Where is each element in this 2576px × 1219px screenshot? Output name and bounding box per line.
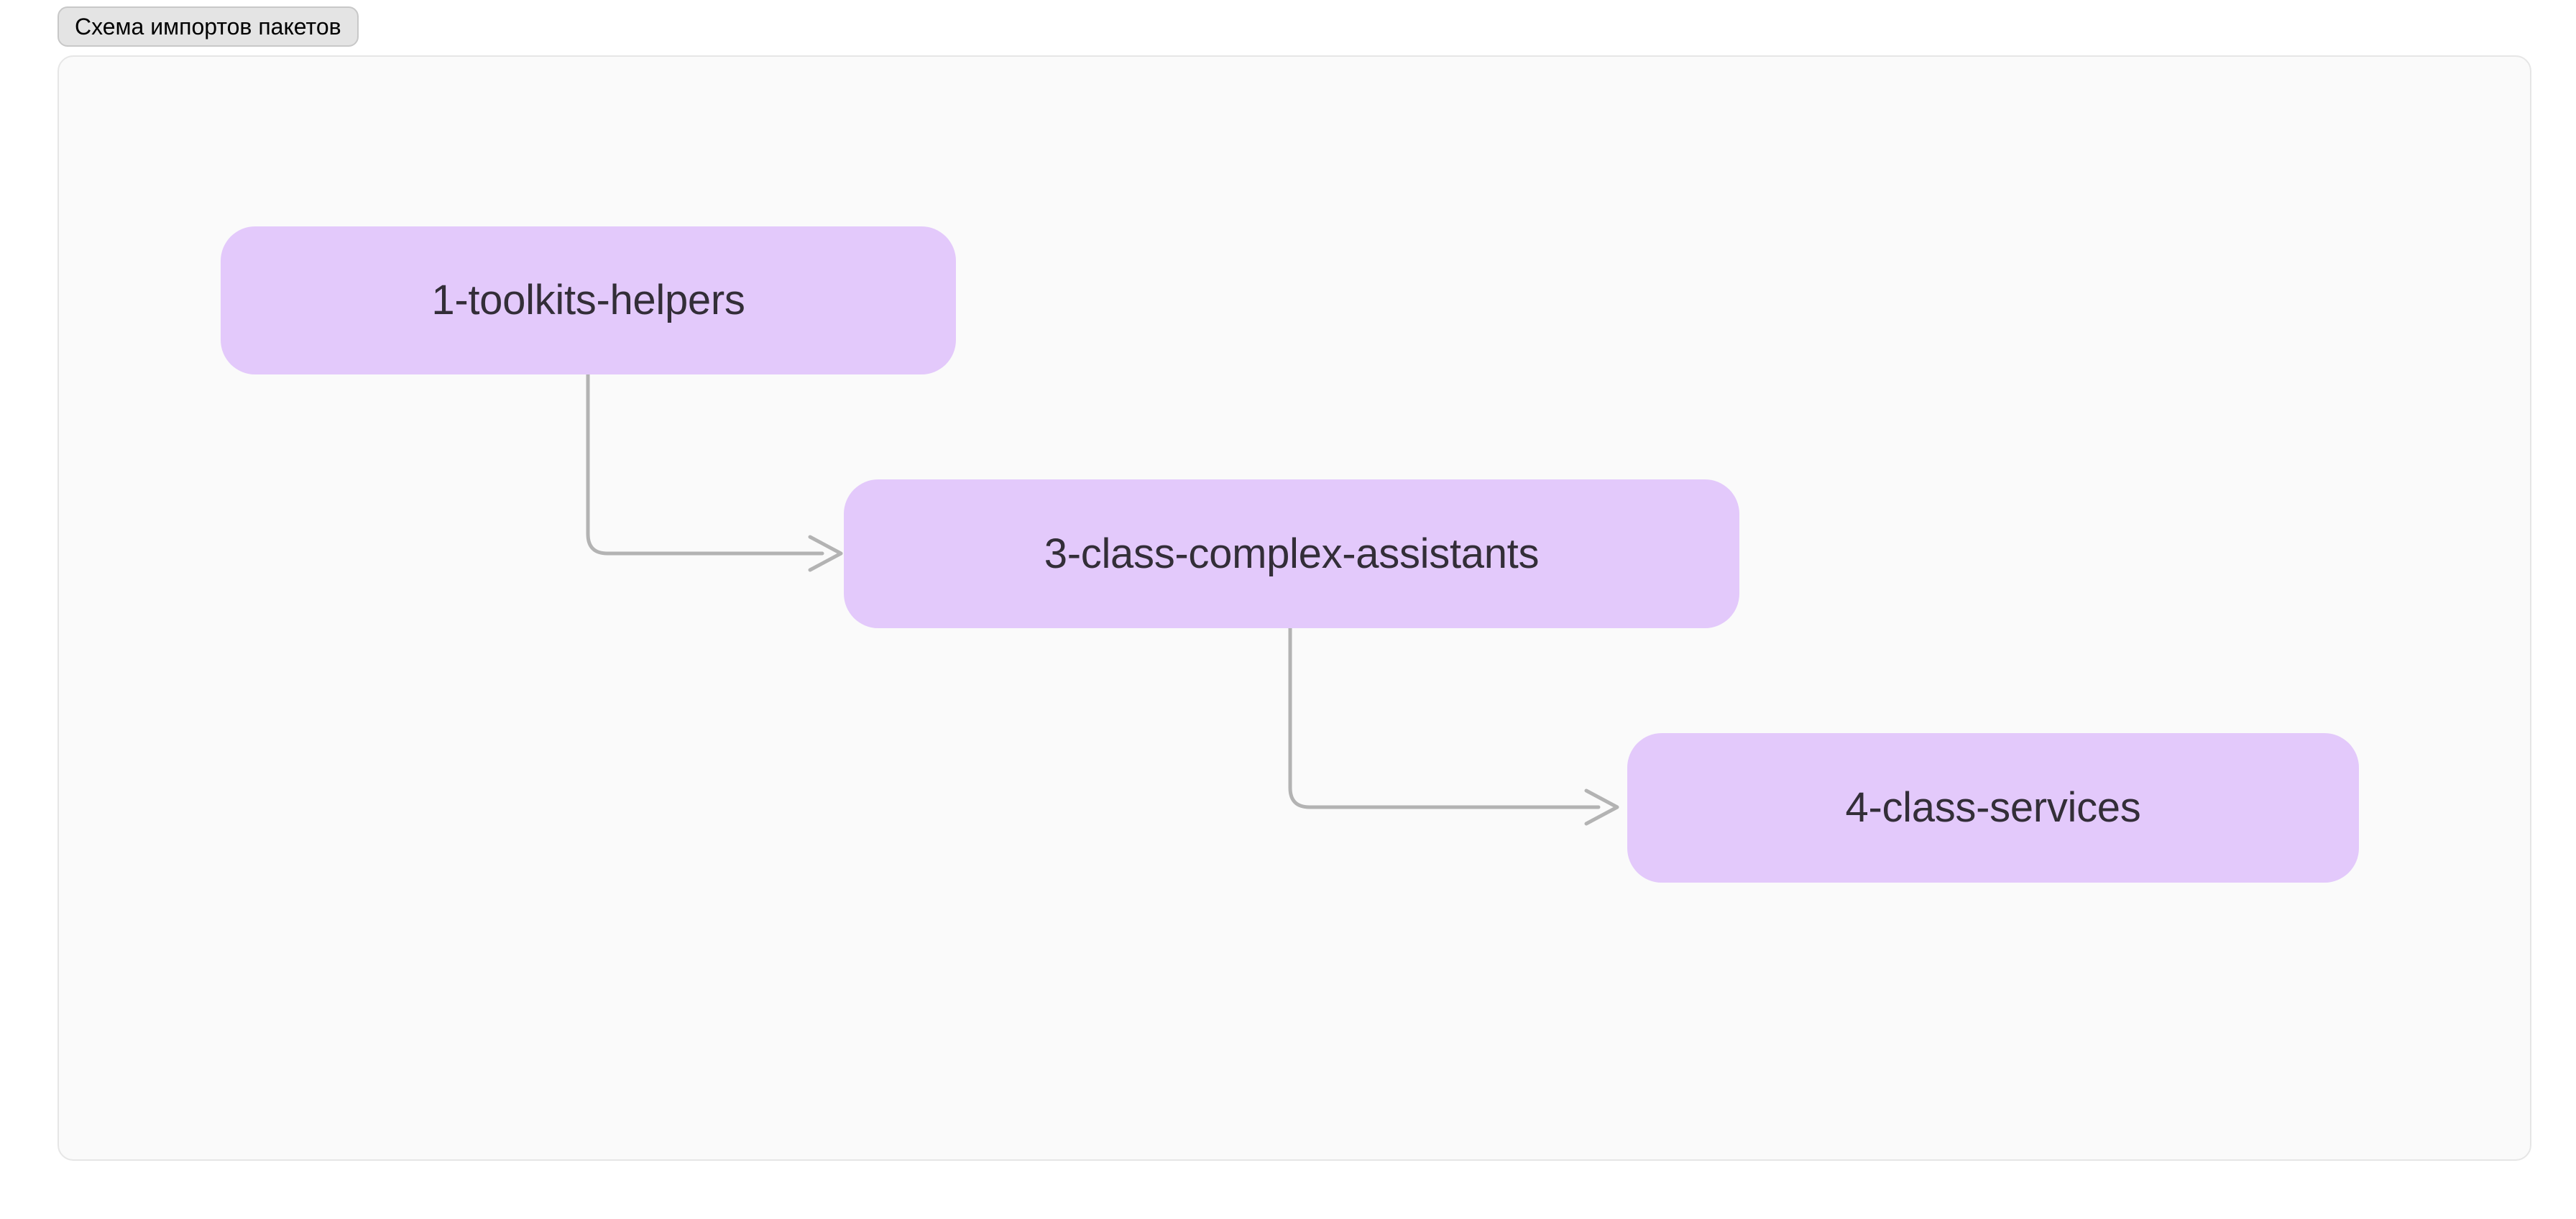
diagram-tabbar: Схема импортов пакетов — [0, 0, 2576, 55]
node-label: 3-class-complex-assistants — [1044, 530, 1540, 577]
graph-node-1-toolkits-helpers[interactable]: 1-toolkits-helpers — [221, 226, 956, 374]
tab-label: Схема импортов пакетов — [75, 14, 341, 40]
node-label: 4-class-services — [1845, 784, 2141, 831]
diagram-canvas[interactable]: 1-toolkits-helpers 3-class-complex-assis… — [58, 55, 2531, 1161]
tab-package-imports-diagram[interactable]: Схема импортов пакетов — [58, 6, 359, 47]
edge-1-toolkits-helpers-to-3-class-complex-assistants — [586, 372, 843, 572]
graph-node-4-class-services[interactable]: 4-class-services — [1627, 733, 2359, 883]
graph-node-3-class-complex-assistants[interactable]: 3-class-complex-assistants — [844, 479, 1739, 628]
node-label: 1-toolkits-helpers — [431, 277, 745, 323]
edge-3-class-complex-assistants-to-4-class-services — [1288, 626, 1619, 826]
